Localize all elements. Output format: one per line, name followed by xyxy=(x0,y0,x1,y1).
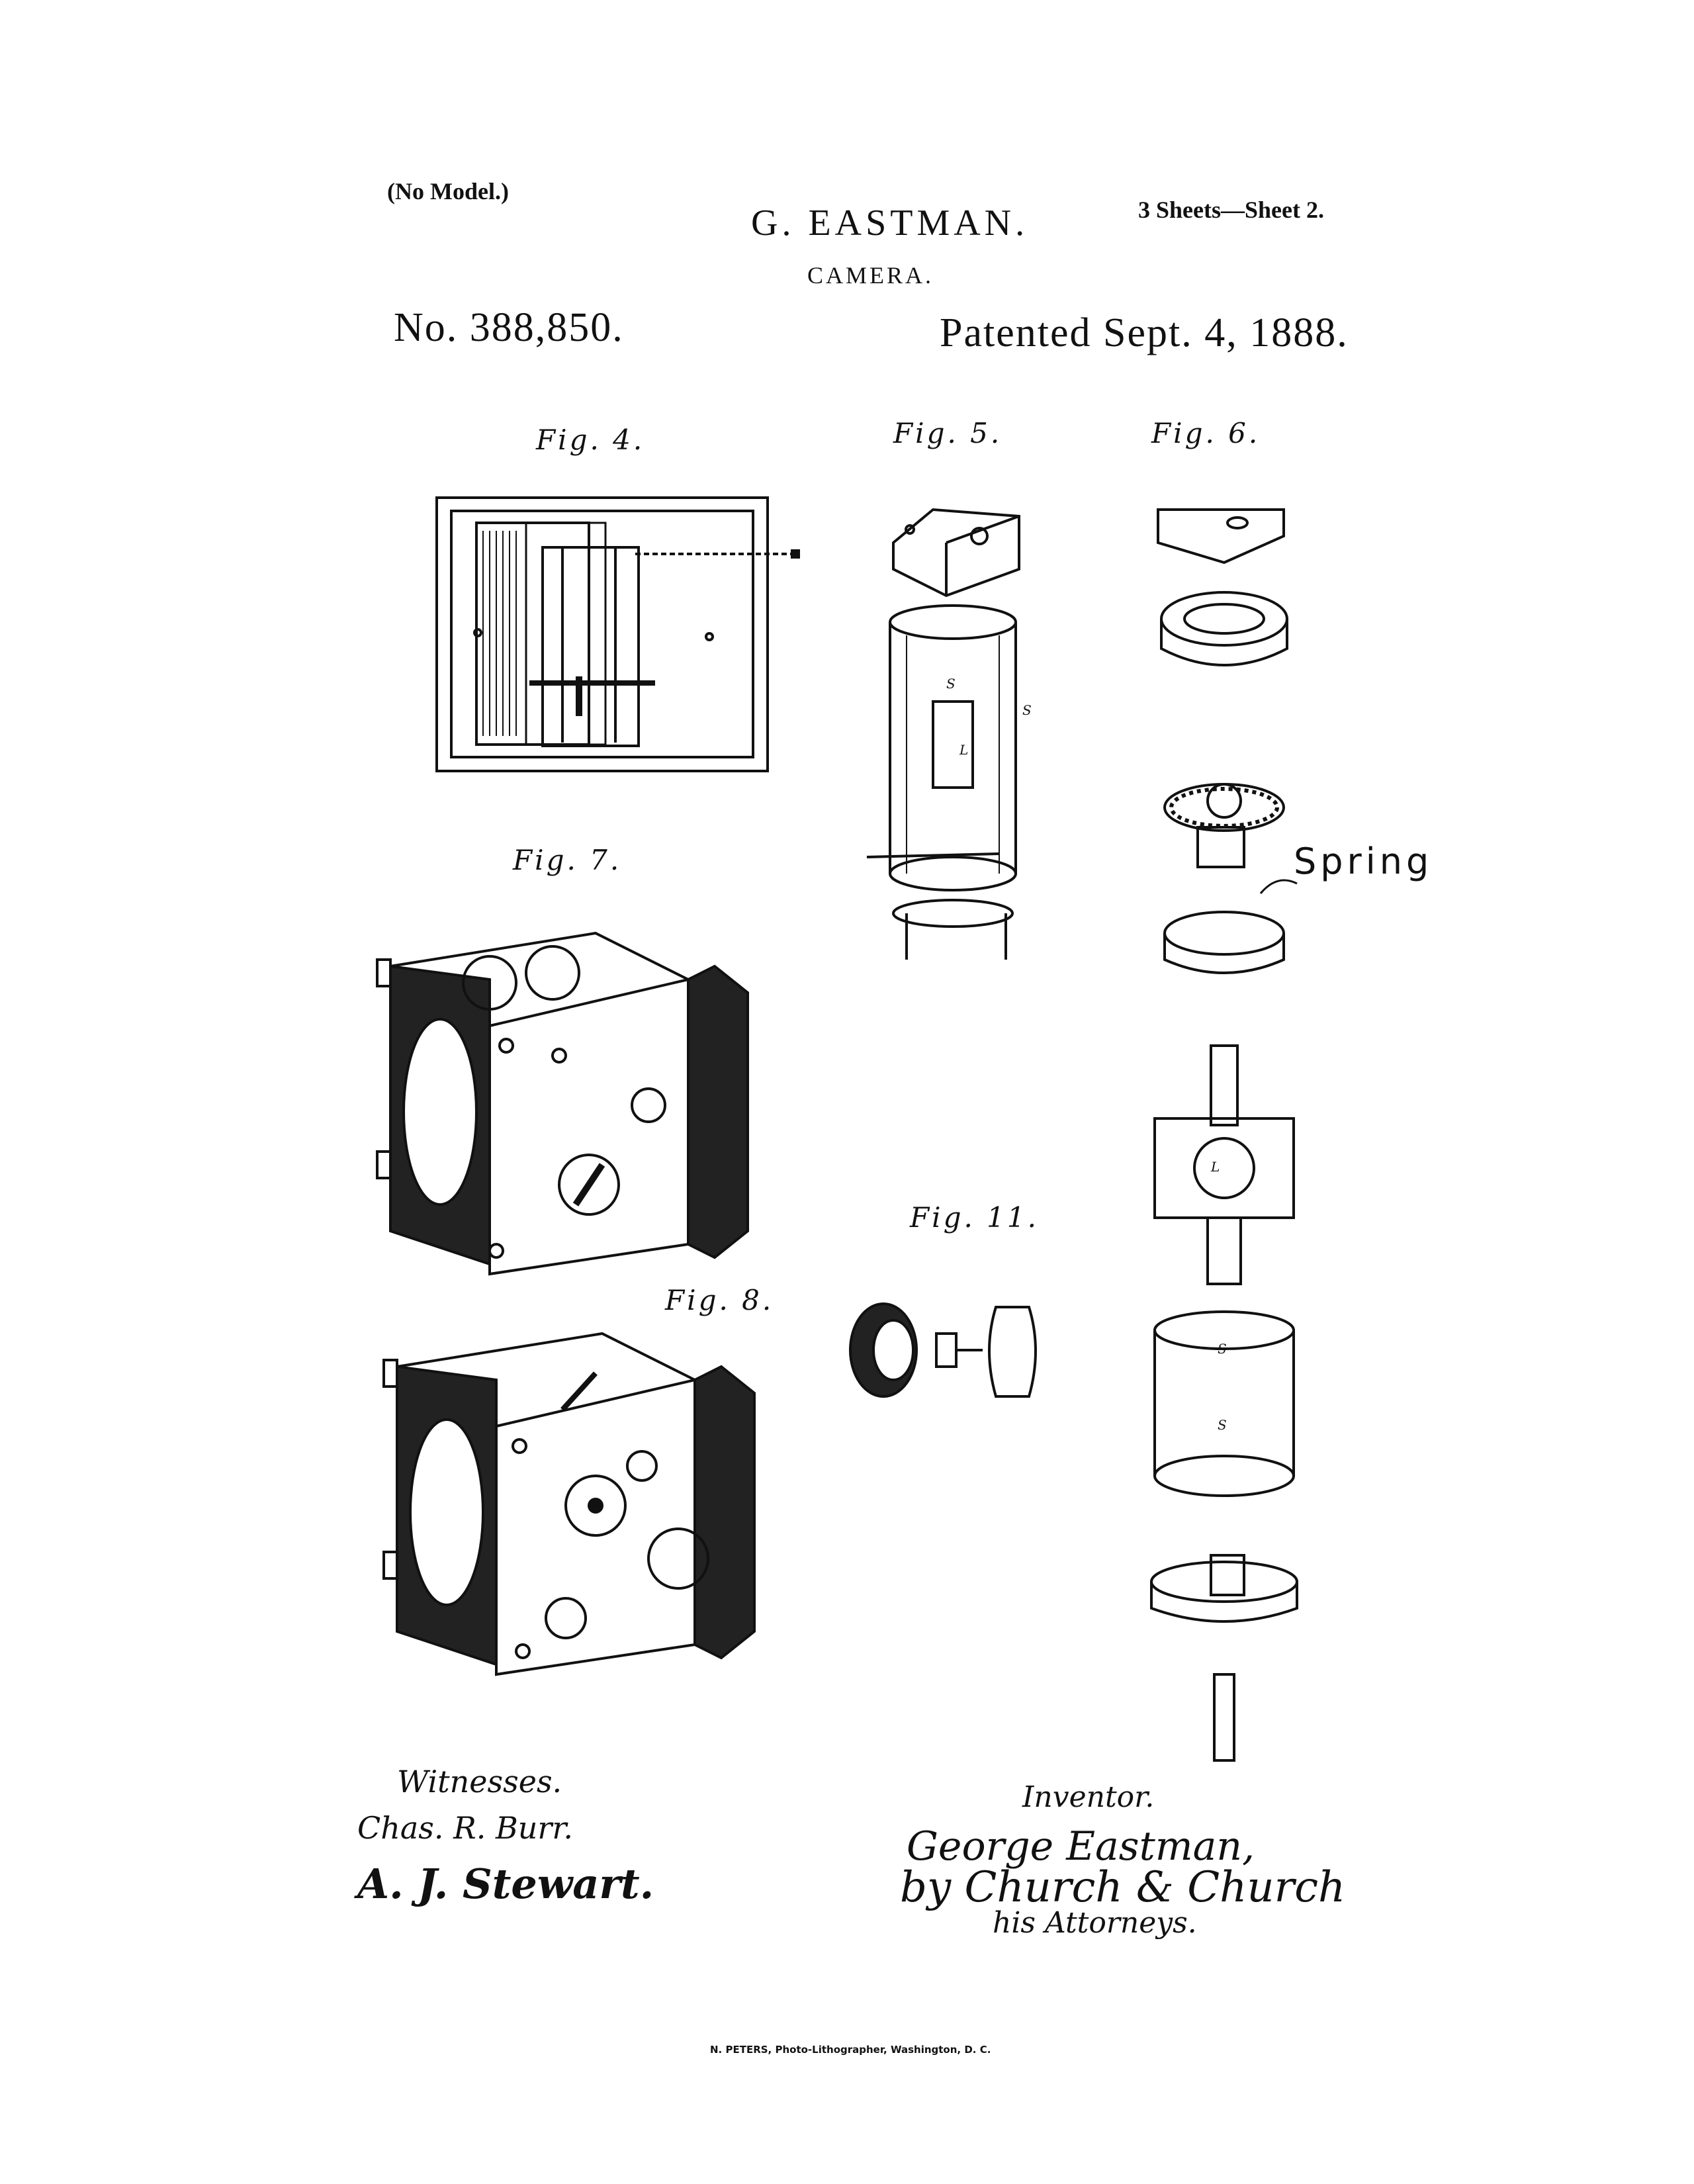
svg-text:S: S xyxy=(946,676,956,692)
spring-pointer-line xyxy=(1259,879,1298,894)
svg-text:S: S xyxy=(1218,1417,1227,1433)
fig8-drawing xyxy=(382,1332,756,1676)
sheet-number: 3 Sheets—Sheet 2. xyxy=(1138,197,1324,223)
fig8-label: Fig. 8. xyxy=(665,1284,774,1316)
inventor-name: G. EASTMAN. xyxy=(751,203,1029,244)
witnesses-label: Witnesses. xyxy=(397,1764,562,1799)
fig4-label: Fig. 4. xyxy=(536,424,645,456)
inventor-label: Inventor. xyxy=(1022,1780,1155,1814)
patent-date: Patented Sept. 4, 1888. xyxy=(940,310,1349,355)
printer-credit: N. PETERS, Photo-Lithographer, Washingto… xyxy=(710,2044,991,2056)
fig11-label: Fig. 11. xyxy=(910,1201,1039,1234)
fig5-label: Fig. 5. xyxy=(893,417,1003,449)
svg-text:S: S xyxy=(1022,702,1032,718)
fig7-drawing xyxy=(376,931,749,1276)
fig5-drawing: S S L xyxy=(866,508,1032,960)
svg-text:L: L xyxy=(959,742,968,758)
fig6-label: Fig. 6. xyxy=(1151,417,1261,449)
attorneys-signature: by Church & Church xyxy=(900,1863,1346,1912)
svg-text:S: S xyxy=(1218,1341,1227,1357)
fig7-label: Fig. 7. xyxy=(513,844,622,876)
fig11-drawing xyxy=(849,1302,1037,1398)
fig6-drawing: L S S xyxy=(1150,508,1298,1762)
attorneys-label: his Attorneys. xyxy=(993,1906,1197,1940)
witness-signature-2: A. J. Stewart. xyxy=(357,1860,654,1908)
invention-title: CAMERA. xyxy=(807,262,934,289)
no-model-note: (No Model.) xyxy=(387,178,509,205)
fig4-drawing xyxy=(435,496,800,772)
witness-signature-1: Chas. R. Burr. xyxy=(357,1810,573,1846)
svg-text:L: L xyxy=(1210,1159,1220,1175)
patent-number: No. 388,850. xyxy=(394,305,624,350)
handwritten-spring-note: Spring xyxy=(1294,841,1433,882)
inventor-signature: George Eastman, xyxy=(907,1823,1255,1870)
